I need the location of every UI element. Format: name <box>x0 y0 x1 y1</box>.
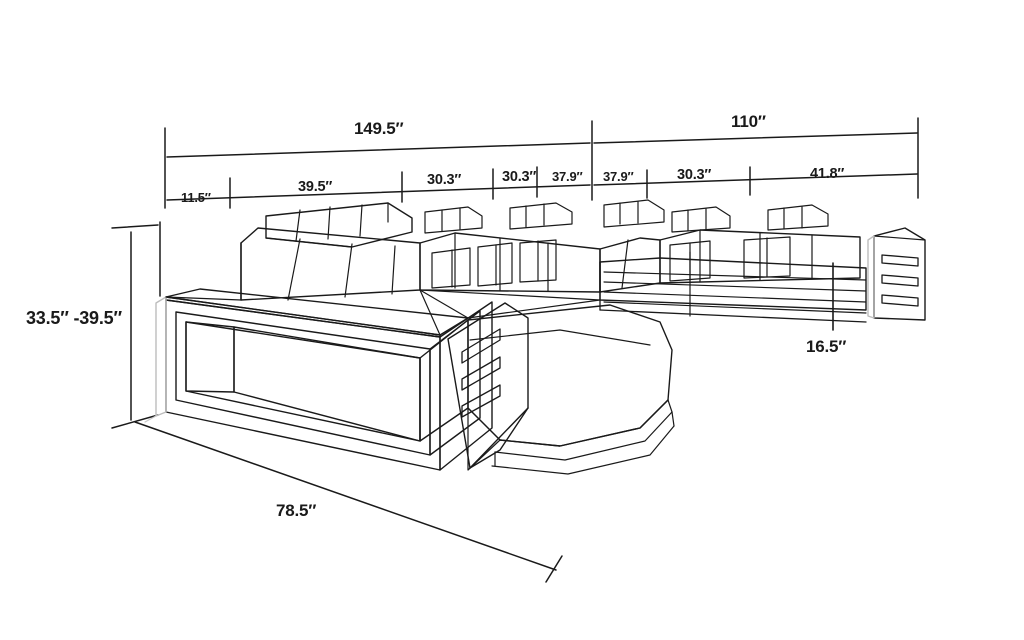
corner-back-section <box>599 199 665 293</box>
center-left-seat <box>419 202 601 293</box>
corner-mid-left-label: 37.9″ <box>552 169 583 184</box>
inner-seat-area <box>419 289 601 319</box>
overall-left-run-label: 149.5″ <box>354 119 404 138</box>
right-seat-base <box>599 251 867 323</box>
right-backrest <box>659 204 861 284</box>
left-backrest <box>240 202 421 301</box>
seat-width-2-label: 30.3″ <box>502 169 537 185</box>
overall-depth-label: 78.5″ <box>276 501 317 520</box>
corner-mid-right-label: 37.9″ <box>603 169 634 184</box>
chaise-cushion <box>467 304 675 475</box>
right-end-width-label: 41.8″ <box>810 166 845 182</box>
left-armrest-panel <box>447 302 529 469</box>
overall-height-label: 33.5″ -39.5″ <box>26 308 122 328</box>
chaise-connection <box>165 289 441 336</box>
dimension-lines <box>164 117 919 209</box>
seat-height-label: 16.5″ <box>806 337 847 356</box>
right-armrest-block <box>867 227 926 321</box>
overall-right-run-label: 110″ <box>731 112 766 131</box>
seat-width-3-label: 30.3″ <box>677 167 712 183</box>
left-chaise-block <box>155 288 501 471</box>
corner-left-label: 11.5″ <box>181 190 211 205</box>
depth-dimension <box>134 421 563 583</box>
seat-width-1-label: 30.3″ <box>427 172 462 188</box>
chaise-width-label: 39.5″ <box>298 179 333 195</box>
